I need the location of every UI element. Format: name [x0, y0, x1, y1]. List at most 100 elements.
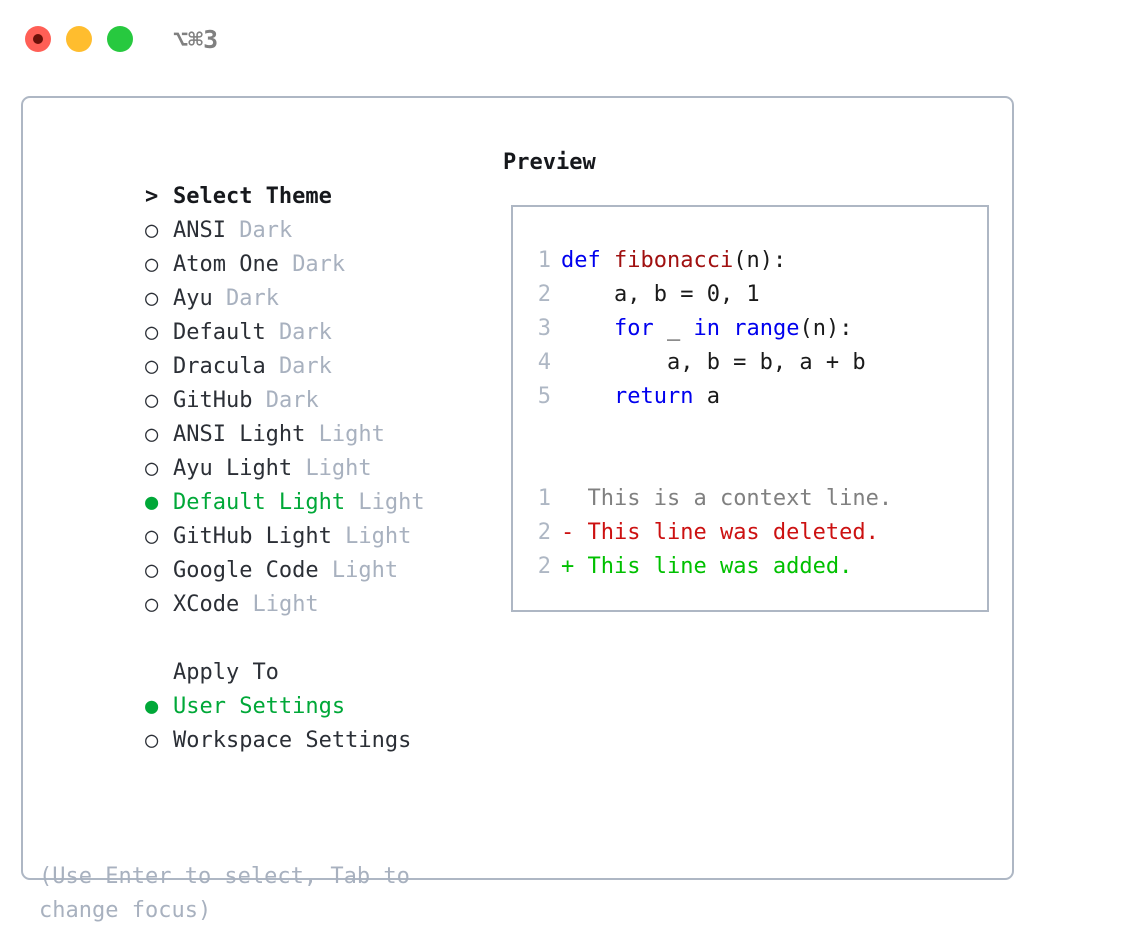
code-token-plain: a — [693, 384, 720, 409]
code-token-plain: (n): — [799, 316, 853, 341]
theme-name: Google Code — [172, 558, 319, 583]
radio-unselected-icon: ○ — [144, 728, 159, 753]
code-token-plain: a, b = b, a + b — [561, 350, 866, 375]
theme-list-item-selected[interactable]: ●Default Light Light — [39, 452, 479, 515]
theme-category: Light — [252, 592, 319, 617]
diff-text: This line was deleted. — [574, 520, 879, 545]
theme-category: Dark — [278, 320, 332, 345]
theme-category: Light — [331, 558, 399, 583]
theme-selection-column: >Select Theme ○ANSI Dark ○Atom One Dark … — [39, 146, 479, 753]
code-line: 4 a, b = b, a + b — [527, 346, 977, 380]
code-blank-line — [527, 448, 977, 482]
theme-category: Dark — [265, 388, 319, 413]
theme-category: Light — [318, 422, 385, 447]
diff-sign: + — [561, 554, 575, 579]
theme-category: Dark — [239, 218, 293, 243]
theme-name: XCode — [172, 592, 240, 617]
line-number: 1 — [537, 248, 551, 273]
line-number: 1 — [537, 486, 551, 511]
theme-list-item[interactable]: ○ ANSI Dark — [39, 180, 479, 243]
keyboard-hint-text: (Use Enter to select, Tab to change focu… — [39, 864, 424, 923]
diff-text: This is a context line. — [574, 486, 893, 511]
radio-unselected-icon: ○ — [144, 320, 159, 345]
radio-unselected-icon: ○ — [144, 218, 159, 243]
apply-to-option-label: Workspace Settings — [172, 728, 412, 753]
theme-name: Ayu — [172, 286, 213, 311]
code-line: 5 return a — [527, 380, 977, 414]
theme-name: ANSI — [172, 218, 226, 243]
apply-to-option-workspace-settings[interactable]: ○ Workspace Settings — [39, 690, 479, 753]
apply-to-option-label: User Settings — [172, 694, 346, 719]
radio-unselected-icon: ○ — [144, 456, 159, 481]
code-token-keyword: return — [613, 384, 694, 409]
window-titlebar: ⌥⌘3 — [0, 0, 1140, 78]
preview-title: Preview — [503, 150, 596, 175]
diff-line-context: 1 This is a context line. — [527, 482, 977, 516]
theme-list-item[interactable]: ○ ANSI Light Light — [39, 384, 479, 447]
theme-name: GitHub — [172, 388, 253, 413]
radio-unselected-icon: ○ — [144, 558, 159, 583]
code-token-keyword: for — [613, 316, 654, 341]
theme-list-item[interactable]: ○ Default Dark — [39, 282, 479, 345]
theme-list-item[interactable]: ○ GitHub Dark — [39, 350, 479, 413]
theme-list-item[interactable]: ○GitHub Light Light — [39, 486, 479, 549]
theme-name: Ayu Light — [172, 456, 293, 481]
theme-category: Dark — [292, 252, 346, 277]
diff-sign — [561, 486, 574, 511]
theme-list-item[interactable]: ○ Google Code Light — [39, 520, 479, 583]
code-token-plain: (n): — [733, 248, 787, 273]
theme-category: Light — [358, 490, 425, 515]
code-line: 3 for _ in range(n): — [527, 312, 977, 346]
maximize-button[interactable] — [107, 26, 133, 52]
theme-list-item[interactable]: ○ Atom One Dark — [39, 214, 479, 277]
select-theme-title: Select Theme — [172, 184, 332, 209]
apply-to-header: Apply To — [39, 622, 479, 685]
theme-name: Dracula — [172, 354, 266, 379]
theme-name: Default — [172, 320, 266, 345]
theme-category: Dark — [225, 286, 279, 311]
radio-unselected-icon: ○ — [144, 286, 159, 311]
code-indent — [561, 316, 614, 341]
theme-name: Default Light — [172, 490, 346, 515]
radio-unselected-icon: ○ — [144, 252, 159, 277]
code-token-plain: a, b = 0, 1 — [561, 282, 760, 307]
radio-unselected-icon: ○ — [144, 592, 159, 617]
radio-unselected-icon: ○ — [144, 354, 159, 379]
code-blank-line — [527, 414, 977, 448]
apply-to-label: Apply To — [172, 660, 279, 685]
line-number: 5 — [537, 384, 551, 409]
diff-text: This line was added. — [574, 554, 853, 579]
theme-name: ANSI Light — [172, 422, 306, 447]
line-number: 2 — [537, 520, 551, 545]
theme-category: Light — [345, 524, 412, 549]
code-token-builtin: range — [733, 316, 800, 341]
keyboard-shortcut-label: ⌥⌘3 — [173, 24, 219, 54]
code-indent — [561, 384, 614, 409]
line-number: 2 — [537, 282, 551, 307]
code-token-function: fibonacci — [614, 248, 734, 273]
diff-line-deleted: 2- This line was deleted. — [527, 516, 977, 550]
code-token-keyword: def — [561, 248, 601, 273]
theme-list-item[interactable]: ○ Ayu Dark — [39, 248, 479, 311]
theme-name: Atom One — [172, 252, 279, 277]
code-token-keyword: in — [693, 316, 720, 341]
line-number: 4 — [537, 350, 551, 375]
apply-to-option-user-settings[interactable]: ● User Settings — [39, 656, 479, 719]
radio-unselected-icon: ○ — [144, 388, 159, 413]
theme-name: GitHub Light — [172, 524, 332, 549]
radio-unselected-icon: ○ — [144, 422, 159, 447]
theme-list-item[interactable]: ○ XCode Light — [39, 554, 479, 617]
theme-list-item[interactable]: ○ Dracula Dark — [39, 316, 479, 379]
diff-sign: - — [561, 520, 575, 545]
radio-selected-icon: ● — [144, 694, 159, 719]
select-theme-header: >Select Theme — [39, 146, 479, 209]
close-button[interactable] — [25, 26, 51, 52]
code-line: 1 def fibonacci(n): — [527, 244, 977, 278]
line-number: 2 — [537, 554, 551, 579]
theme-list-item[interactable]: ○ Ayu Light Light — [39, 418, 479, 481]
minimize-button[interactable] — [66, 26, 92, 52]
